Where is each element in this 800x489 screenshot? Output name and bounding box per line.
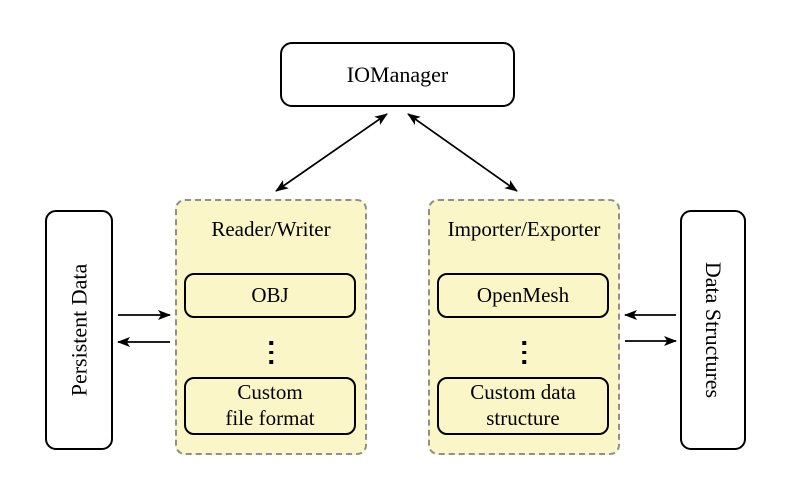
custom-file-format-line1: Custom — [237, 380, 303, 405]
importer-exporter-title: Importer/Exporter — [447, 217, 601, 241]
reader-writer-title: Reader/Writer — [211, 217, 331, 241]
node-persistent-data: Persistent Data — [45, 210, 113, 450]
node-custom-data-structure: Custom data structure — [437, 377, 609, 435]
custom-file-format-line2: file format — [225, 406, 315, 430]
node-openmesh: OpenMesh — [437, 273, 609, 318]
obj-label: OBJ — [251, 282, 289, 307]
vertical-ellipsis-icon — [522, 338, 526, 367]
custom-data-structure-line2: structure — [486, 406, 560, 430]
data-structures-label: Data Structures — [701, 261, 727, 399]
node-iomanager: IOManager — [280, 42, 515, 107]
iomanager-label: IOManager — [346, 61, 449, 87]
arrow-iomanager-importerexporter — [407, 113, 518, 192]
persistent-data-label: Persistent Data — [66, 263, 91, 397]
arrow-iomanager-readerwriter — [275, 113, 388, 192]
vertical-ellipsis-icon — [269, 338, 273, 367]
custom-data-structure-line1: Custom data — [470, 380, 576, 405]
node-custom-file-format: Custom file format — [184, 377, 356, 435]
node-data-structures: Data Structures — [680, 210, 746, 450]
node-obj: OBJ — [184, 273, 356, 318]
panel-importer-exporter: Importer/Exporter OpenMesh Custom data s… — [428, 199, 620, 455]
openmesh-label: OpenMesh — [476, 282, 570, 307]
panel-reader-writer: Reader/Writer OBJ Custom file format — [175, 199, 367, 455]
